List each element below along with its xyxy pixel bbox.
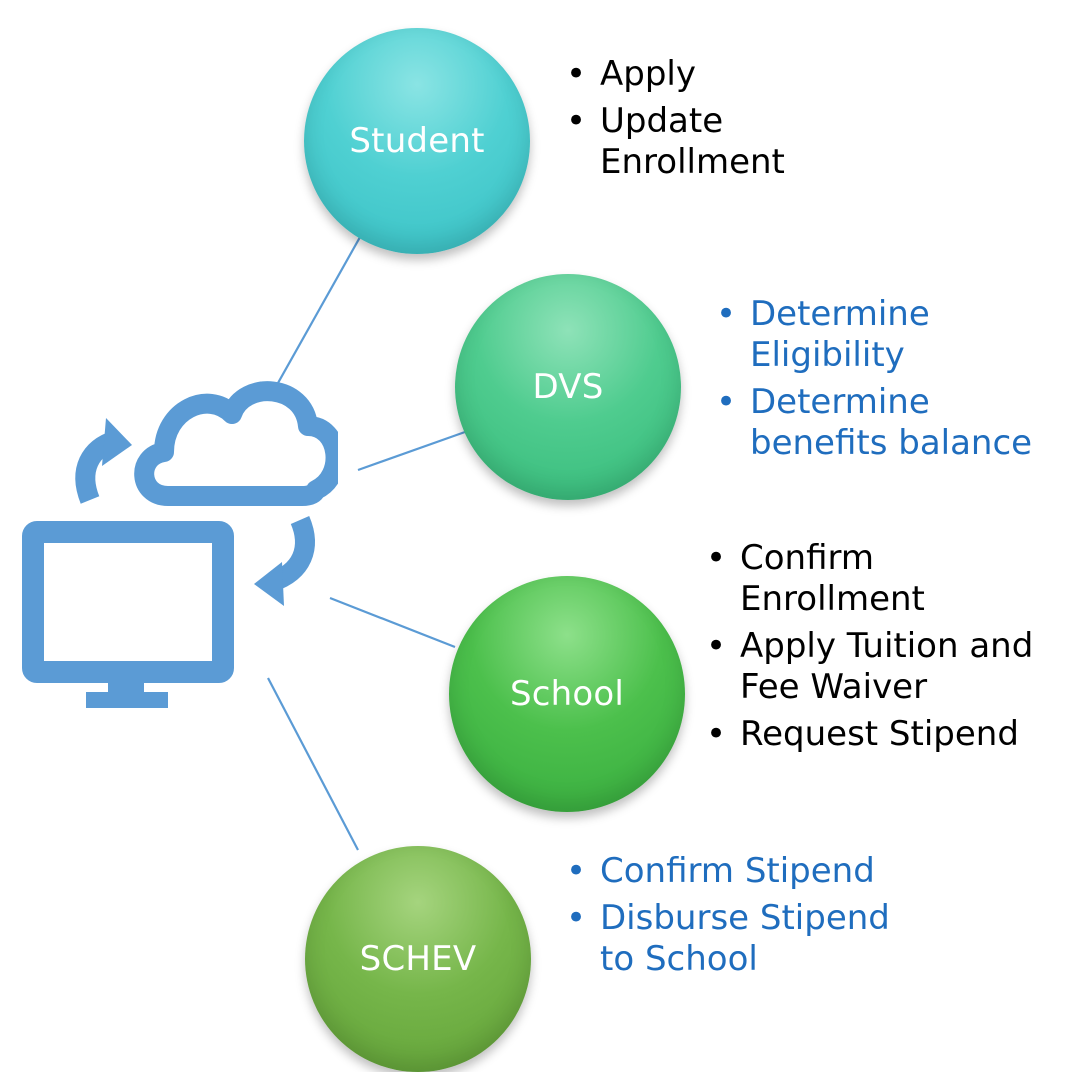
- school-task-item: Request Stipend: [706, 714, 1066, 755]
- schev-node: SCHEV: [305, 846, 531, 1072]
- student-task-item: Apply: [566, 54, 986, 95]
- dvs-node: DVS: [455, 274, 681, 500]
- student-node: Student: [304, 28, 530, 254]
- connector-dvs: [357, 430, 466, 472]
- schev-task-item: Confirm Stipend: [566, 851, 966, 892]
- dvs-node-label: DVS: [532, 367, 604, 407]
- arrowhead-left-icon: [102, 418, 132, 466]
- arrowhead-right-icon: [254, 562, 284, 606]
- connector-student: [277, 229, 365, 384]
- cloud-icon: [134, 381, 338, 506]
- connector-school: [329, 596, 456, 649]
- school-node-label: School: [509, 674, 625, 714]
- monitor-icon: [22, 521, 234, 683]
- schev-node-label: SCHEV: [359, 939, 477, 979]
- computer-cloud-sync-icon: [22, 381, 338, 708]
- student-node-label: Student: [349, 121, 485, 161]
- connector-schev: [267, 677, 359, 851]
- school-node: School: [449, 576, 685, 812]
- monitor-base-icon: [86, 692, 168, 708]
